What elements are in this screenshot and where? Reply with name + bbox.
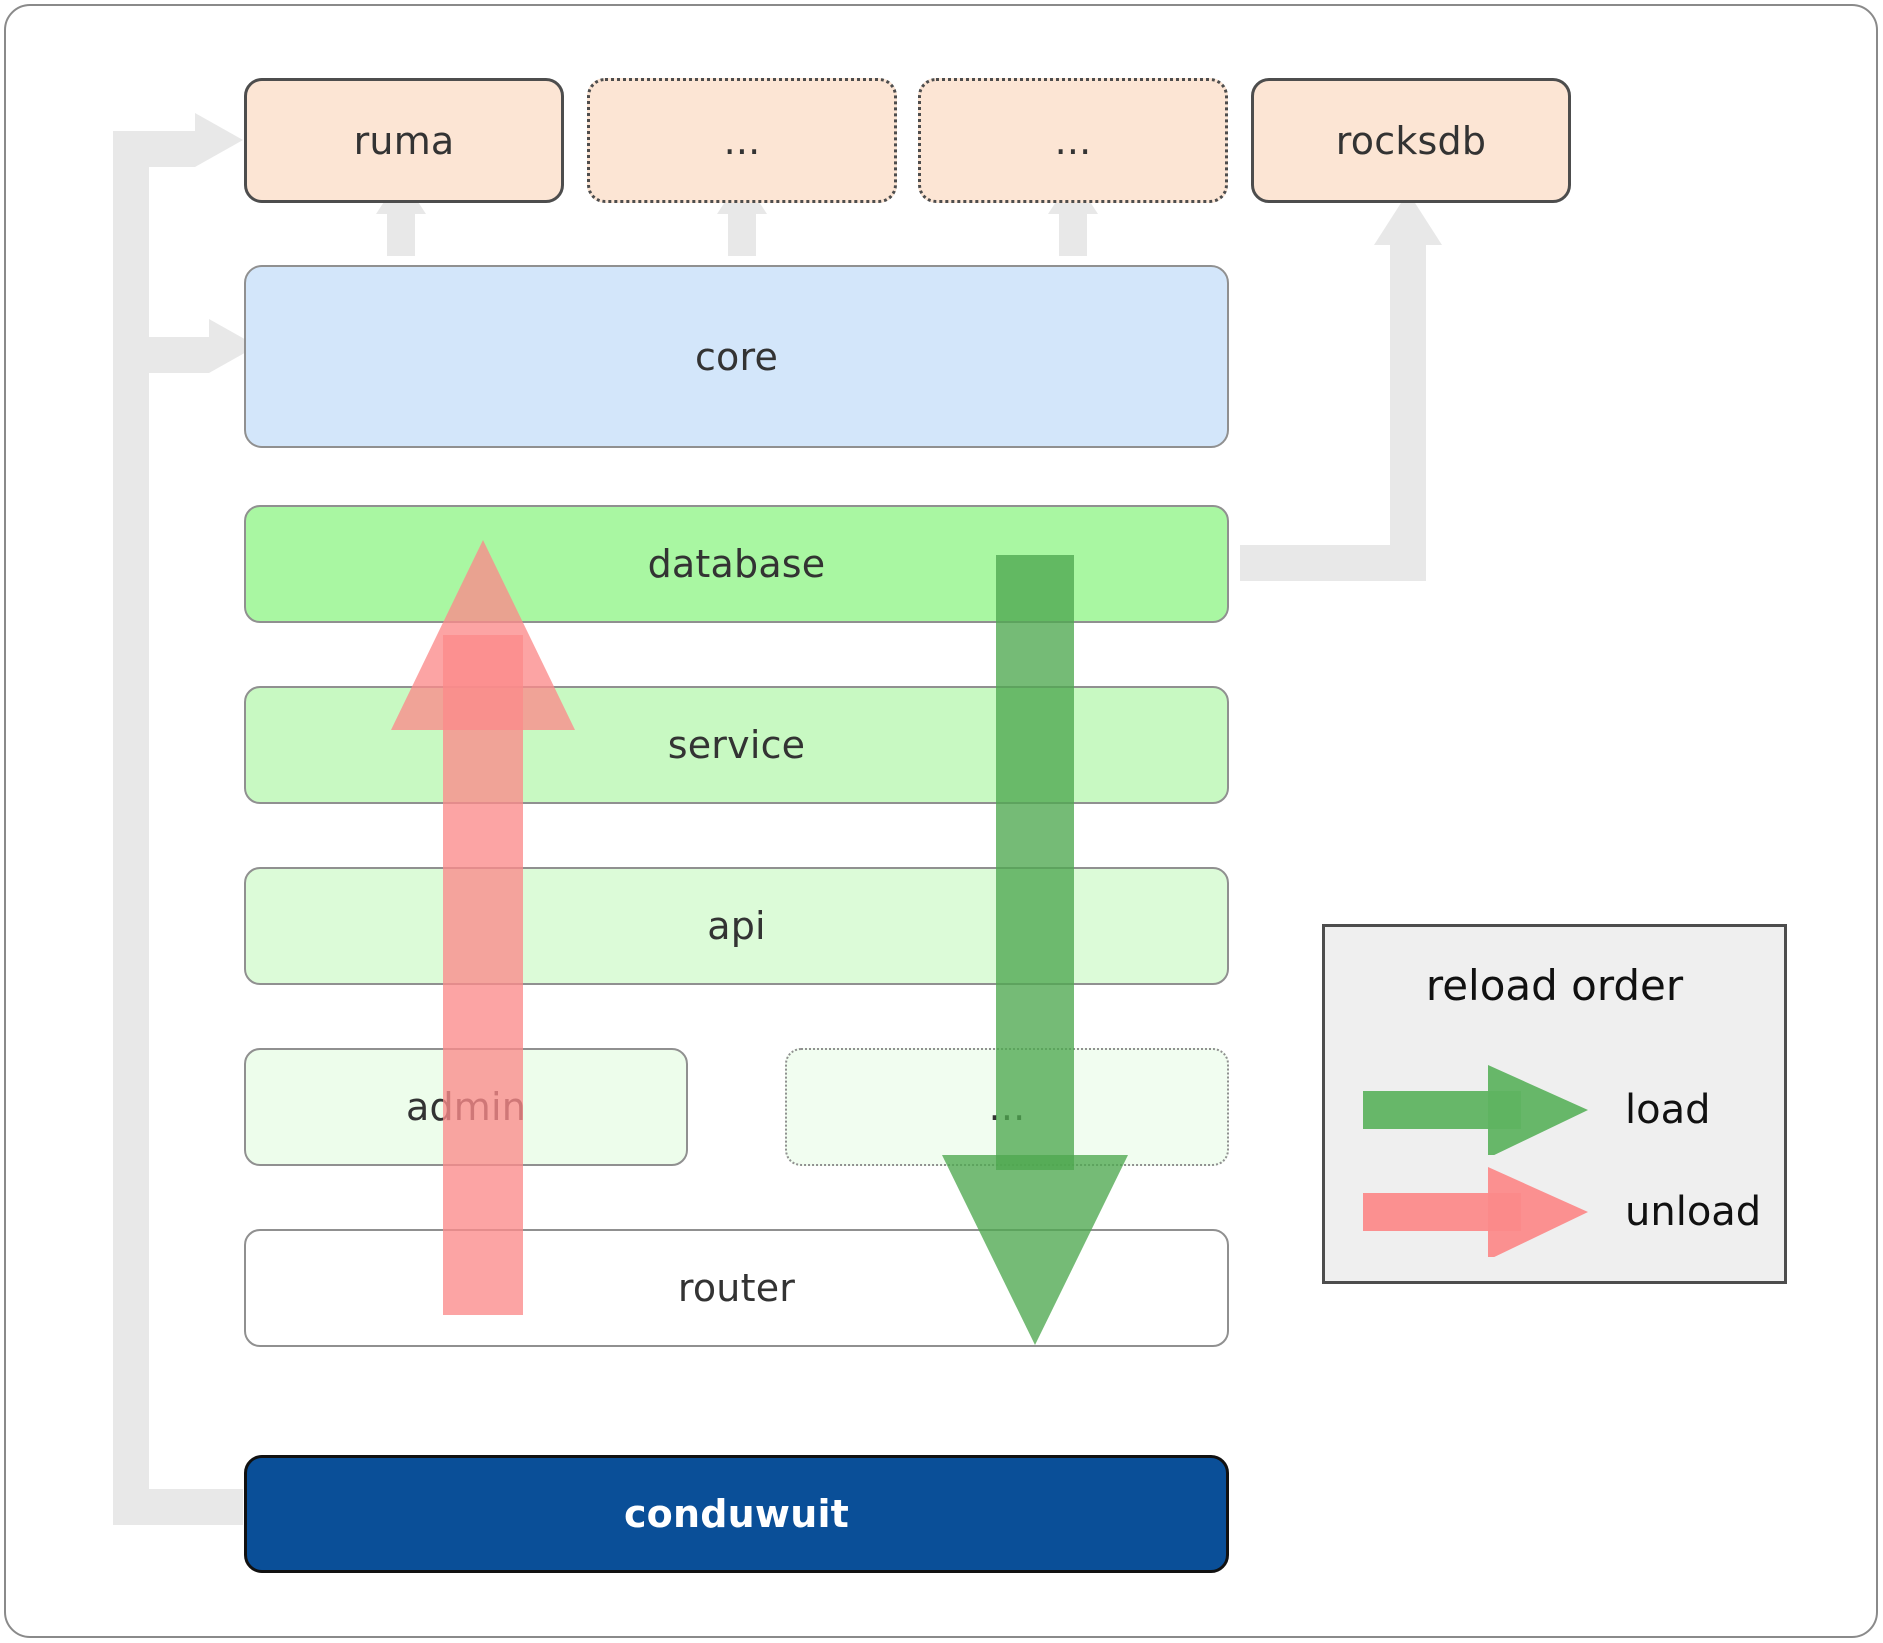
legend-unload-arrow-icon: [1363, 1167, 1588, 1257]
node-label: admin: [405, 1085, 527, 1129]
connector-arrowhead-rocksdb: [1374, 192, 1442, 245]
node-ruma[interactable]: ruma: [244, 78, 564, 203]
legend-row-unload: unload: [1363, 1167, 1763, 1257]
node-label: database: [647, 542, 826, 586]
node-top-ellipsis-2[interactable]: ...: [918, 78, 1228, 203]
node-label: ...: [988, 1085, 1026, 1129]
connector-arrowhead-ruma: [195, 113, 243, 167]
connector-conduwuit-left-rail: [113, 131, 243, 1525]
node-api[interactable]: api: [244, 867, 1229, 985]
node-label: conduwuit: [623, 1492, 850, 1536]
node-core[interactable]: core: [244, 265, 1229, 448]
node-rocksdb[interactable]: rocksdb: [1251, 78, 1571, 203]
node-label: service: [667, 723, 806, 767]
legend-panel: reload order load unload: [1322, 924, 1787, 1284]
legend-unload-label: unload: [1625, 1189, 1762, 1235]
legend-title: reload order: [1425, 961, 1684, 1010]
legend-load-label: load: [1625, 1087, 1711, 1133]
node-admin[interactable]: admin: [244, 1048, 688, 1166]
node-label: ruma: [353, 118, 455, 163]
node-service[interactable]: service: [244, 686, 1229, 804]
node-conduwuit[interactable]: conduwuit: [244, 1455, 1229, 1573]
node-label: ...: [723, 118, 761, 163]
connector-arrowhead-core: [209, 319, 257, 373]
node-label: ...: [1054, 118, 1092, 163]
node-label: api: [707, 904, 766, 948]
legend-row-load: load: [1363, 1065, 1763, 1155]
node-label: router: [677, 1266, 796, 1310]
node-database[interactable]: database: [244, 505, 1229, 623]
node-label: core: [694, 334, 779, 379]
node-label: rocksdb: [1335, 118, 1487, 163]
node-stack-ellipsis[interactable]: ...: [785, 1048, 1229, 1166]
legend-load-arrow-icon: [1363, 1065, 1588, 1155]
node-router[interactable]: router: [244, 1229, 1229, 1347]
connector-database-to-rocksdb: [1240, 230, 1426, 581]
node-top-ellipsis-1[interactable]: ...: [587, 78, 897, 203]
